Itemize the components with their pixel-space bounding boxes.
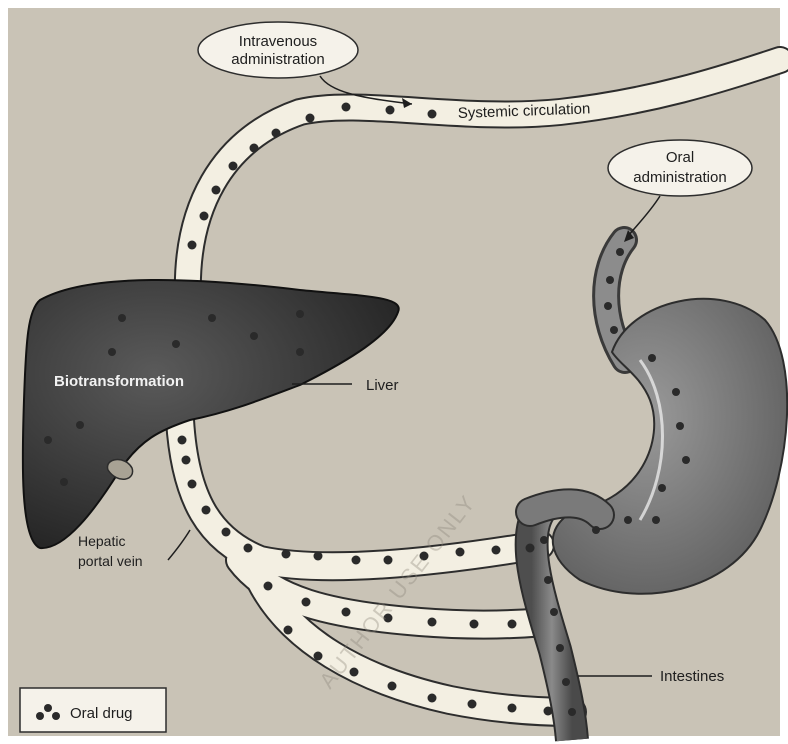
legend: Oral drug (20, 688, 166, 732)
biotransformation-label: Biotransformation (54, 373, 184, 390)
intravenous-label-line1: Intravenous (239, 33, 317, 50)
legend-label: Oral drug (70, 705, 133, 722)
hepatic-label-line1: Hepatic (78, 533, 125, 549)
intravenous-bubble (198, 22, 358, 78)
legend-dot-icon (44, 704, 52, 712)
oral-label-line2: administration (633, 169, 726, 186)
intestines-label: Intestines (660, 668, 724, 685)
legend-dot-icon (52, 712, 60, 720)
intravenous-label-line2: administration (231, 51, 324, 68)
legend-dot-icon (36, 712, 44, 720)
oral-label-line1: Oral (666, 149, 694, 166)
liver-label: Liver (366, 377, 399, 394)
hepatic-label-line2: portal vein (78, 553, 143, 569)
